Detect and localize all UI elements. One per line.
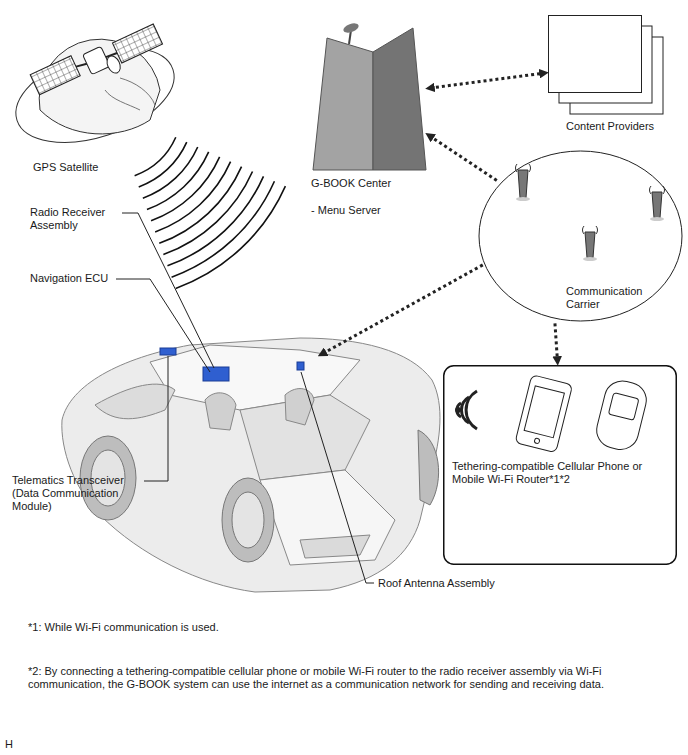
gbook-center-building: G-BOOK Center- Menu Server xyxy=(313,22,426,170)
figure-code: H xyxy=(5,738,25,751)
wave-arc xyxy=(159,167,241,244)
wave-arc xyxy=(147,152,209,210)
content-providers-outline xyxy=(548,15,664,115)
data-link-arrow xyxy=(322,262,488,354)
communication-carrier: Communication Carrier xyxy=(478,150,683,322)
node-text: Communication Carrier xyxy=(566,285,661,311)
tethering-panel: Tethering-compatible Cellular Phone or M… xyxy=(443,365,677,565)
data-link-arrow xyxy=(430,73,544,88)
wave-arc xyxy=(163,171,252,254)
data-link-arrow xyxy=(555,323,558,361)
leader-lines xyxy=(116,213,374,583)
part-label: Radio Receiver Assembly xyxy=(30,206,122,232)
radio-waves xyxy=(135,137,286,288)
wave-arc xyxy=(143,147,198,198)
footnote: *1: While Wi-Fi communication is used. xyxy=(28,621,668,634)
part-label: Telematics Transceiver (Data Communicati… xyxy=(12,474,140,513)
data-link-arrow xyxy=(429,136,496,181)
wave-arc xyxy=(176,186,286,288)
content-providers: Content Providers xyxy=(548,15,664,115)
footnote: *2: By connecting a tethering-compatible… xyxy=(28,665,678,691)
node-text: Content Providers xyxy=(566,120,688,133)
gbook-center-building-outline xyxy=(313,22,426,170)
node-text: - Menu Server xyxy=(311,204,441,217)
wave-arc xyxy=(139,142,187,187)
part-label: Roof Antenna Assembly xyxy=(378,577,538,590)
car-illustration xyxy=(62,338,440,592)
part-label: GPS Satellite xyxy=(33,161,133,174)
node-text: Tethering-compatible Cellular Phone or M… xyxy=(452,460,672,486)
wave-arc xyxy=(155,162,230,232)
node-text: G-BOOK Center xyxy=(311,177,441,190)
part-label: Navigation ECU xyxy=(30,272,130,285)
gps-satellite xyxy=(4,19,186,161)
wave-arc xyxy=(135,137,176,175)
